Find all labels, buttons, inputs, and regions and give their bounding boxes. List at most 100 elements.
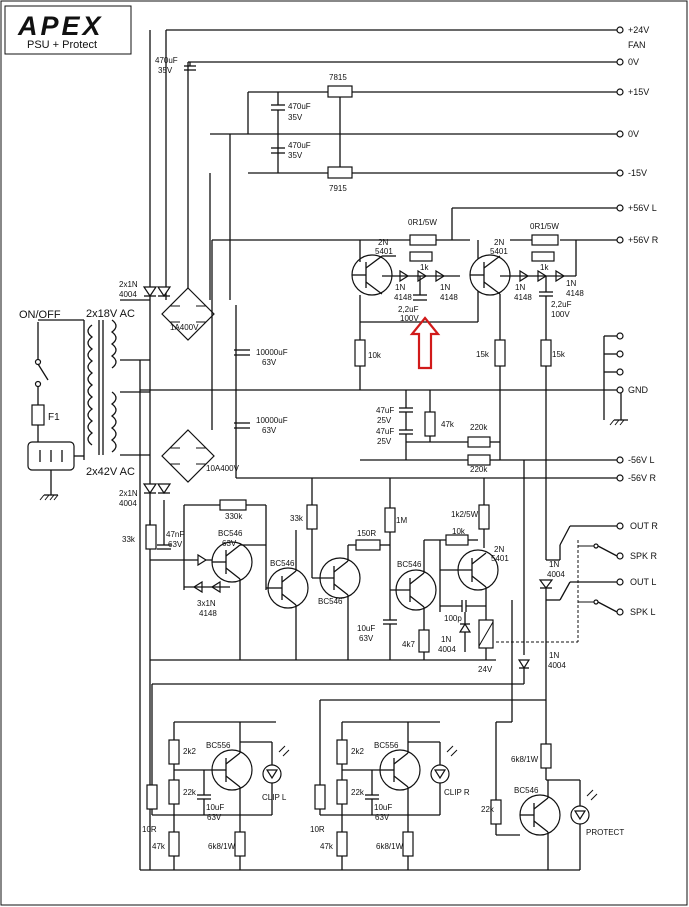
q-a-label2: 5401	[375, 247, 393, 256]
resistor-33k-b-label: 33k	[290, 514, 304, 523]
diode-icon	[458, 622, 472, 633]
diodes-3x-b: 4148	[199, 609, 217, 618]
regulator-7815-label: 7815	[329, 73, 347, 82]
clip-r-label: CLIP R	[444, 788, 470, 797]
resistor-10r-a	[146, 784, 158, 810]
cap-470u-b-label: 470uF	[288, 102, 311, 111]
cap-470u-a-label: 470uF	[155, 56, 178, 65]
cap-10000u-a: 10000uF	[256, 348, 288, 357]
cap-47u-a-volt: 25V	[377, 416, 392, 425]
resistor-1m-label: 1M	[396, 516, 407, 525]
diode-b2: 4148	[440, 293, 458, 302]
rail-label-minus56l: -56V L	[628, 455, 655, 465]
q-b-label1: 2N	[494, 238, 504, 247]
fuse-f1-label: F1	[48, 412, 60, 423]
cap-470u-c-volt: 35V	[288, 151, 303, 160]
diode-d2-label-a: 2x1N	[119, 489, 138, 498]
cap-47u-b-volt: 25V	[377, 437, 392, 446]
rail-label-gnd: GND	[628, 385, 649, 395]
resistor-1m	[384, 507, 396, 533]
resistor-330k-label: 330k	[225, 512, 243, 521]
q-bc546-a-label: BC546	[218, 529, 243, 538]
diode-icon	[142, 483, 158, 495]
reference-divider: 47uF 25V 47uF 25V 47k 220k 220k	[360, 390, 500, 474]
rail-label-plus15: +15V	[628, 87, 649, 97]
resistor-2k2-b	[336, 739, 348, 765]
rail-label-0v: 0V	[628, 129, 639, 139]
secondary-42v	[110, 391, 117, 453]
rail-label-plus56r: +56V R	[628, 235, 659, 245]
diode-icon	[156, 483, 172, 495]
protection-circuit: 33k 47nF 63V 330k 3x1N 4148 BC546 63V BC…	[122, 460, 618, 701]
rail-label-plus56l: +56V L	[628, 203, 657, 213]
light-rays-icon	[446, 745, 458, 757]
light-rays-icon	[586, 789, 598, 801]
cap-10000u-b-volt: 63V	[262, 426, 277, 435]
protect-label: PROTECT	[586, 828, 624, 837]
mains-section: ON/OFF F1 2x18V AC 2x42V AC	[19, 308, 135, 501]
resistor-15k-a	[494, 339, 506, 367]
regulator-7815	[327, 85, 353, 98]
q-bc546-a-volt: 63V	[222, 539, 237, 548]
q-c-label1: 2N	[494, 545, 504, 554]
q-bc546-b-label: BC546	[270, 559, 295, 568]
resistor-1k-b	[531, 251, 555, 262]
resistor-2k2-b-label: 2k2	[351, 747, 364, 756]
q-a-label1: 2N	[378, 238, 388, 247]
q-bc556-b-label: BC556	[374, 741, 399, 750]
resistor-10k-prot	[445, 534, 469, 546]
diode-4004-b2: 4004	[547, 570, 565, 579]
diode-a2: 4148	[394, 293, 412, 302]
rail-label-spkl: SPK L	[630, 607, 656, 617]
rail-label-fan: FAN	[628, 40, 646, 50]
resistor-2k2-a-label: 2k2	[183, 747, 196, 756]
resistor-220k-b	[467, 454, 491, 466]
secondary-18v	[110, 319, 117, 369]
diode-icon	[156, 286, 172, 298]
resistor-150r-label: 150R	[357, 529, 376, 538]
cap-10u-b: 10uF	[374, 803, 392, 812]
resistor-330k	[219, 499, 247, 511]
resistor-22k-a	[168, 779, 180, 805]
diode-d1-label-b: 4004	[119, 290, 137, 299]
rail-label-minus56r: -56V R	[628, 473, 657, 483]
cap-10000u-a-volt: 63V	[262, 358, 277, 367]
resistor-6k8-c	[540, 743, 552, 769]
cap-470u-b-volt: 35V	[288, 113, 303, 122]
resistor-47k-a-label: 47k	[152, 842, 166, 851]
resistor-1k2-label: 1k2/5W	[451, 510, 479, 519]
fuse-f1	[31, 404, 45, 426]
cap-47n-volt: 63V	[168, 540, 183, 549]
resistor-15k-a-label: 15k	[476, 350, 490, 359]
rail-label-spkr: SPK R	[630, 551, 658, 561]
light-rays-icon	[278, 745, 290, 757]
diode-d2: 4148	[566, 289, 584, 298]
resistor-6k8-b-label: 6k8/1W	[376, 842, 404, 851]
resistor-6k8-a-label: 6k8/1W	[208, 842, 236, 851]
resistor-15k-b	[540, 339, 552, 367]
resistor-10k-prot-label: 10k	[452, 527, 466, 536]
resistor-6k8-a	[234, 831, 246, 857]
clip-l-label: CLIP L	[262, 793, 287, 802]
diode-4004-c2: 4004	[548, 661, 566, 670]
resistor-47k	[424, 411, 436, 437]
logo-block: APEX PSU + Protect	[4, 5, 132, 55]
regulator-7915	[327, 166, 353, 179]
resistor-22k-b-label: 22k	[351, 788, 365, 797]
high-voltage-supply: 10A400V 2x1N 4004 10000uF 63V 10000uF 63…	[119, 239, 628, 661]
diode-c2: 4148	[514, 293, 532, 302]
resistor-33k-a-label: 33k	[122, 535, 136, 544]
cap-10u-a-volt: 63V	[207, 813, 222, 822]
resistor-1k-b-label: 1k	[540, 263, 549, 272]
rail-label-outl: OUT L	[630, 577, 656, 587]
cap-10u-prot-volt: 63V	[359, 634, 374, 643]
bridge-1a-label: 1A400V	[170, 323, 199, 332]
resistor-1k-a-label: 1k	[420, 263, 429, 272]
diode-icon	[142, 286, 158, 298]
q-b-label2: 5401	[490, 247, 508, 256]
cap-2u2-b-volt: 100V	[551, 310, 570, 319]
resistor-10r-a-label: 10R	[142, 825, 157, 834]
resistor-22k-a-label: 22k	[183, 788, 197, 797]
